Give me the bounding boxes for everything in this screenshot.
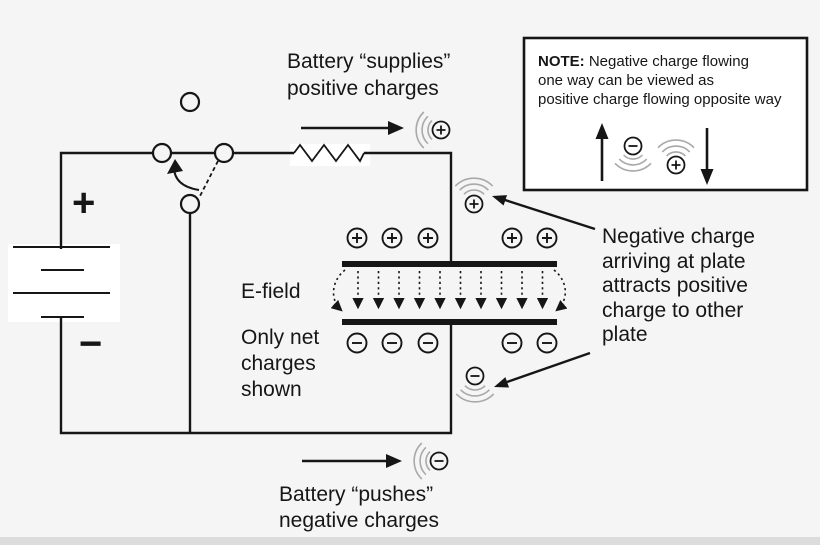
positive-flow-arrow xyxy=(301,121,404,135)
negative-charge-icon xyxy=(536,332,558,354)
switch-open-contact xyxy=(179,91,201,113)
only-net-line2: charges xyxy=(241,352,316,375)
negative-charge-arriving-bottom-plate xyxy=(455,366,495,403)
switch-motion-arrowhead xyxy=(167,159,183,174)
arriving-line4: charge to other xyxy=(602,298,744,322)
negative-charge-icon xyxy=(346,332,368,354)
motion-ripples-icon xyxy=(413,442,431,480)
negative-charge-icon xyxy=(381,332,403,354)
moving-positive-charge-top-wire xyxy=(415,111,451,149)
resistor-backplate xyxy=(290,144,370,166)
switch-arm-dashed xyxy=(199,160,219,197)
battery-pushes-line2: negative charges xyxy=(279,509,439,532)
resistor-icon xyxy=(293,143,365,163)
negative-charge-icon xyxy=(465,366,485,386)
capacitor-top-plate xyxy=(342,261,557,267)
note-box xyxy=(522,36,809,192)
efield-label: E-field xyxy=(241,280,301,303)
note-title: NOTE: xyxy=(538,53,585,70)
switch-contact-right xyxy=(213,142,235,164)
e-field-arrows xyxy=(330,269,568,312)
pointer-arrow-to-top-charge xyxy=(492,195,596,231)
note-down-arrow xyxy=(700,128,714,185)
battery-symbol xyxy=(13,246,110,318)
battery-supplies-label: Battery “supplies” positive charges xyxy=(287,48,450,102)
note-label: NOTE: Negative charge flowing one way ca… xyxy=(538,52,781,109)
positive-charge-arriving-top-plate xyxy=(454,177,494,214)
arriving-line5: plate xyxy=(602,323,648,346)
switch xyxy=(151,91,235,215)
note-positive-charge xyxy=(657,139,695,175)
battery-pushes-line1: Battery “pushes” xyxy=(279,483,434,506)
motion-ripples-icon xyxy=(657,139,695,157)
positive-charge-icon xyxy=(536,227,558,249)
motion-ripples-icon xyxy=(614,154,652,172)
battery-minus-label: − xyxy=(79,322,103,366)
switch-contact-lower xyxy=(179,193,201,215)
negative-flow-arrow xyxy=(302,454,402,468)
battery-supplies-line1: Battery “supplies” xyxy=(287,50,451,73)
note-up-arrow xyxy=(595,123,609,181)
battery-plus-label: + xyxy=(72,181,96,225)
fringe-field-left xyxy=(330,269,346,312)
only-net-charges-label: Only net charges shown xyxy=(241,325,319,403)
negative-charge-icon xyxy=(501,332,523,354)
wire-top-right xyxy=(364,151,453,261)
motion-ripples-icon xyxy=(454,177,494,195)
wire-bottom-loop xyxy=(59,316,453,435)
note-line1: NOTE: Negative charge flowing xyxy=(538,53,749,70)
negative-charge-icon xyxy=(417,332,439,354)
battery-supplies-line2: positive charges xyxy=(287,77,439,100)
arriving-line3: attracts positive xyxy=(602,274,748,297)
positive-charge-icon xyxy=(501,227,523,249)
bottom-edge-strip xyxy=(0,537,820,545)
moving-negative-charge-bottom-wire xyxy=(413,442,449,480)
note-line2: one way can be viewed as xyxy=(538,72,714,89)
capacitor-bottom-plate xyxy=(342,319,557,325)
arriving-line2: arriving at plate xyxy=(602,249,746,273)
only-net-line3: shown xyxy=(241,378,302,401)
positive-charge-icon xyxy=(417,227,439,249)
switch-contact-left xyxy=(151,142,173,164)
motion-ripples-icon xyxy=(415,111,433,149)
battery-pushes-label: Battery “pushes” negative charges xyxy=(279,482,439,534)
fringe-field-right xyxy=(553,269,568,312)
only-net-line1: Only net xyxy=(241,326,320,349)
battery-backplate xyxy=(8,244,120,322)
positive-charge-icon xyxy=(381,227,403,249)
note-line3: positive charge flowing opposite way xyxy=(538,91,782,108)
positive-charge-icon xyxy=(464,194,484,214)
positive-charge-icon xyxy=(431,120,451,140)
arriving-line1: Negative charge xyxy=(602,225,755,248)
motion-ripples-icon xyxy=(455,385,495,403)
note-negative-charge xyxy=(614,136,652,172)
positive-charge-icon xyxy=(346,227,368,249)
pointer-arrow-to-bottom-charge xyxy=(494,351,591,388)
negative-charge-icon xyxy=(429,451,449,471)
negative-charge-arriving-label: Negative charge arriving at plate attrac… xyxy=(602,225,755,348)
